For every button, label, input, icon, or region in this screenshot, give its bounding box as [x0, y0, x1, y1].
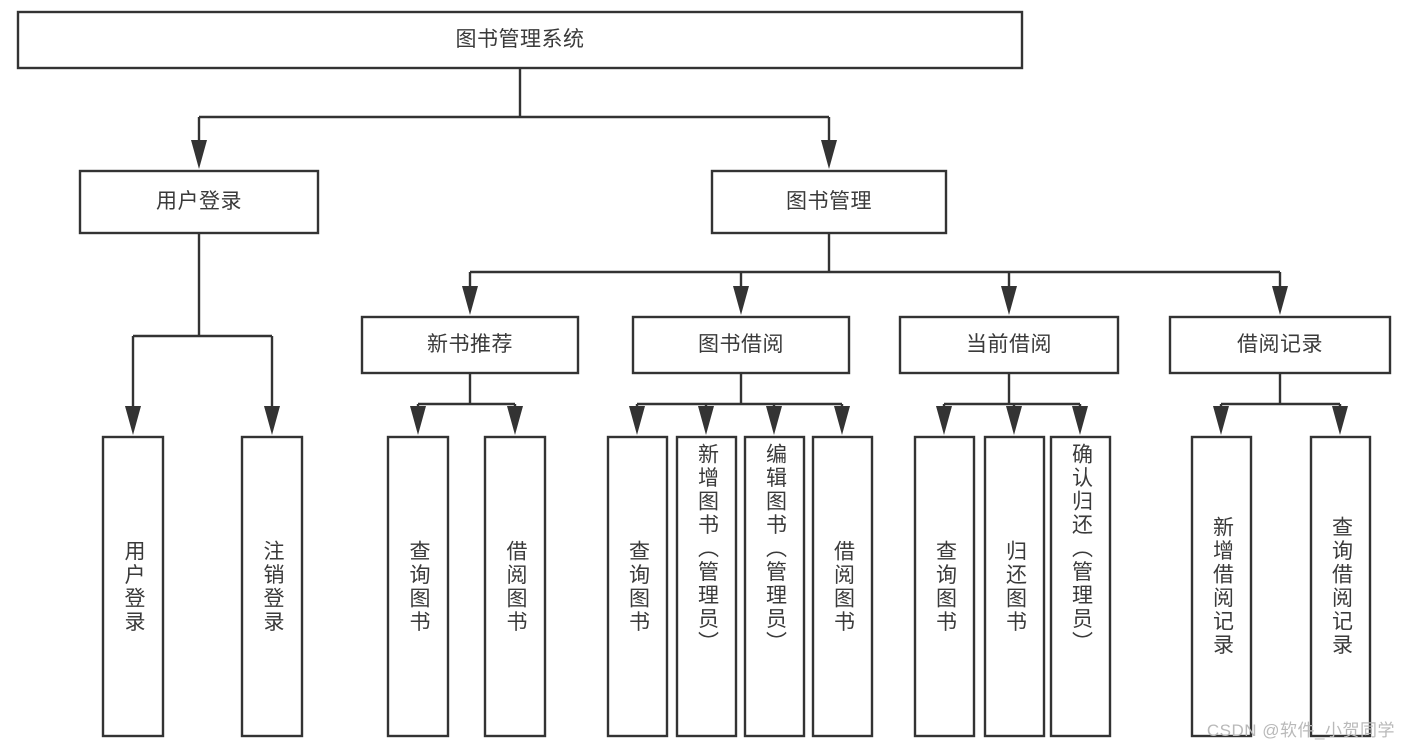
arrowhead-book-borrow	[733, 286, 749, 315]
arrowhead-leaf-confirm-return	[1072, 406, 1088, 435]
leaf-return-book[interactable]	[983, 435, 1046, 738]
edge-book-borrow-to-leaves	[629, 373, 850, 435]
leaf-user-login[interactable]	[101, 435, 165, 738]
leaf-query-book-2[interactable]	[606, 435, 669, 738]
edge-user-login-to-leaves	[125, 233, 280, 435]
watermark-text: CSDN @软件_小贺同学	[1206, 721, 1395, 740]
leaf-edit-book[interactable]	[743, 435, 806, 738]
leaf-borrow-book-1[interactable]	[483, 435, 547, 738]
arrowhead-current-borrow	[1001, 286, 1017, 315]
edge-new-book-recommend-to-leaves	[410, 373, 523, 435]
node-borrow-record[interactable]	[1168, 315, 1392, 375]
arrowhead-leaf-user-login	[125, 406, 141, 435]
node-new-book-recommend[interactable]	[360, 315, 580, 375]
node-user-login[interactable]	[78, 169, 320, 235]
arrowhead-leaf-query-book-3	[936, 406, 952, 435]
arrowhead-leaf-query-book-2	[629, 406, 645, 435]
leaf-logout[interactable]	[240, 435, 304, 738]
arrowhead-user-login	[191, 140, 207, 169]
arrowhead-leaf-add-record	[1213, 406, 1229, 435]
arrowhead-borrow-record	[1272, 286, 1288, 315]
edge-book-management-to-level3	[462, 233, 1288, 315]
edge-current-borrow-to-leaves	[936, 373, 1088, 435]
leaf-confirm-return[interactable]	[1049, 435, 1112, 738]
arrowhead-new-book-recommend	[462, 286, 478, 315]
leaf-borrow-book-2[interactable]	[811, 435, 874, 738]
arrowhead-leaf-query-book-1	[410, 406, 426, 435]
leaf-add-record[interactable]	[1190, 435, 1253, 738]
edge-root-to-level2	[191, 68, 837, 169]
node-book-management[interactable]	[710, 169, 948, 235]
arrowhead-leaf-borrow-book-1	[507, 406, 523, 435]
arrowhead-leaf-query-record	[1332, 406, 1348, 435]
leaf-query-record[interactable]	[1309, 435, 1372, 738]
arrowhead-leaf-logout	[264, 406, 280, 435]
node-root[interactable]	[16, 10, 1024, 70]
leaf-query-book-1[interactable]	[386, 435, 450, 738]
arrowhead-leaf-return-book	[1006, 406, 1022, 435]
node-book-borrow[interactable]	[631, 315, 851, 375]
leaf-add-book[interactable]	[675, 435, 738, 738]
arrowhead-leaf-add-book	[698, 406, 714, 435]
arrowhead-book-management	[821, 140, 837, 169]
arrowhead-leaf-edit-book	[766, 406, 782, 435]
leaf-query-book-3[interactable]	[913, 435, 976, 738]
edge-borrow-record-to-leaves	[1213, 373, 1348, 435]
node-current-borrow[interactable]	[898, 315, 1120, 375]
arrowhead-leaf-borrow-book-2	[834, 406, 850, 435]
